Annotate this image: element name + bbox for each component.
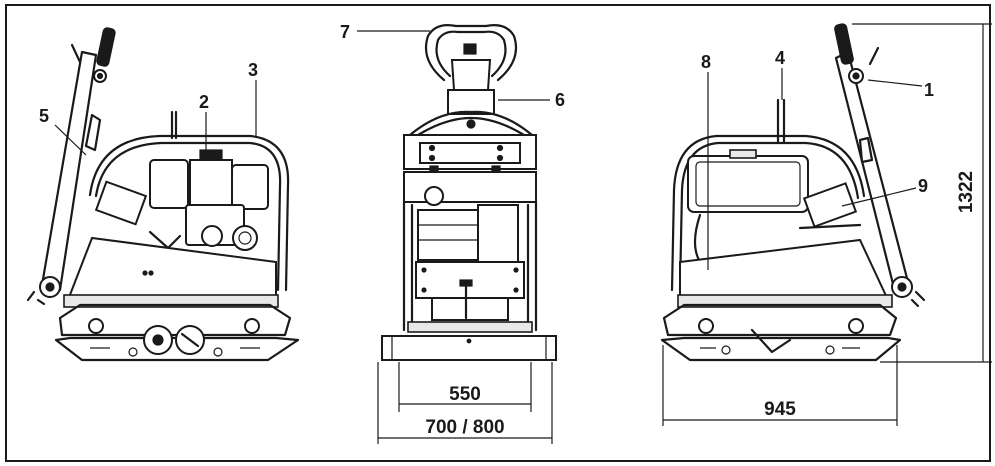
drawing-border: [5, 4, 991, 462]
callout-9: 9: [918, 176, 928, 196]
callout-4: 4: [775, 48, 785, 68]
callout-leaders: [54, 30, 923, 270]
callout-8: 8: [701, 52, 711, 72]
callout-6: 6: [555, 90, 565, 110]
dimension-700-800: 700 / 800: [425, 417, 504, 438]
callout-5: 5: [39, 106, 49, 126]
left-side-view: [26, 27, 300, 362]
callout-3: 3: [248, 60, 258, 80]
callout-1: 1: [924, 80, 934, 100]
dimension-550: 550: [449, 384, 481, 405]
dimension-945: 945: [764, 399, 796, 420]
dimension-lines: [377, 23, 992, 444]
front-view: [381, 24, 557, 361]
callout-2: 2: [199, 92, 209, 112]
callout-7: 7: [340, 22, 350, 42]
dimension-1322: 1322: [956, 171, 977, 213]
right-side-view: [660, 23, 926, 362]
